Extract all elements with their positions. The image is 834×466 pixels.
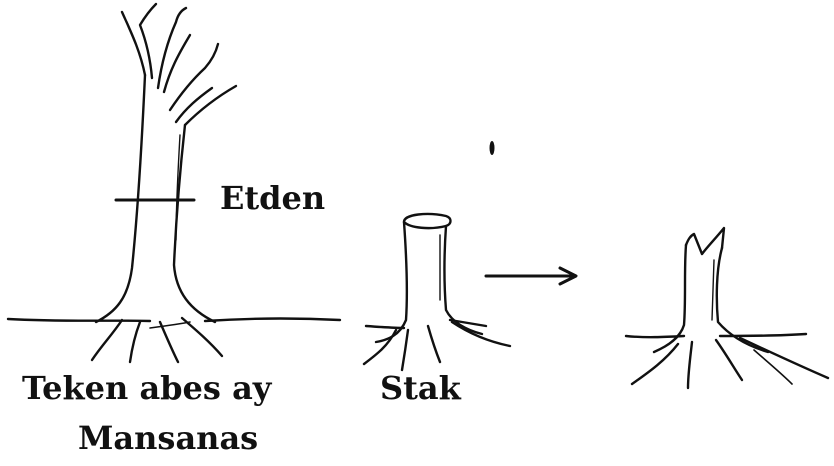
stump-ground-line: [366, 320, 486, 328]
transition-arrow: [486, 268, 576, 284]
sprout-top: [686, 228, 724, 254]
tree-caption-line-1: Teken abes ay: [22, 372, 271, 404]
tree-root-3: [160, 322, 178, 362]
tree-root-2: [130, 322, 140, 362]
stump-root-1: [364, 330, 396, 364]
sprout-ground-line: [626, 334, 806, 337]
tree-branch-right-long: [185, 86, 236, 125]
sprout-root-5: [754, 350, 792, 384]
tree-root-5: [150, 322, 190, 328]
tree-root-1: [92, 320, 122, 360]
stump-drawing: [364, 214, 510, 370]
tree-ground-line: [8, 319, 340, 321]
ink-speck: [490, 141, 495, 155]
stump-side-right: [445, 226, 483, 334]
stump-root-2: [402, 330, 408, 370]
stump-top: [404, 214, 451, 228]
sprout-shading: [712, 260, 714, 320]
sprouting-stump-drawing: [626, 228, 828, 388]
tree-trunk-right: [174, 125, 215, 322]
stump-root-3: [428, 326, 440, 362]
stump-caption: Stak: [380, 372, 461, 404]
sprout-root-3: [716, 340, 742, 380]
sprout-root-1: [632, 344, 678, 384]
sprout-root-2: [688, 342, 692, 388]
tree-caption-line-2: Mansanas: [78, 422, 258, 454]
tree-branch-right: [170, 44, 218, 110]
tree-root-4: [182, 318, 222, 356]
stump-side-left: [376, 222, 407, 342]
sprout-root-4: [740, 338, 828, 378]
cut-line-label: Etden: [220, 182, 325, 214]
